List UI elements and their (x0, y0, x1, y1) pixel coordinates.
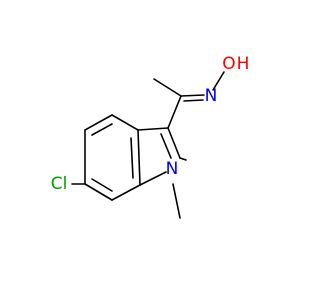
molecule-structure: O H N N Cl (51, 54, 250, 219)
bond-n-o (212, 71, 225, 91)
bond-c-n-oxime-2 (183, 99, 204, 102)
bond-c3a-c4 (111, 114, 139, 131)
atom-hydroxyl-h: H (237, 54, 250, 74)
atom-labels: O H N N Cl (51, 54, 250, 194)
bond-methyl-c (153, 78, 182, 97)
atom-chlorine: Cl (51, 174, 68, 194)
bond-c4-c5-inner (91, 123, 113, 136)
bond-c3-c3a (137, 127, 169, 131)
bond-c3-c2-inner (160, 133, 172, 159)
bond-c3a-c7a (137, 129, 141, 186)
bond-c7-c7a (111, 184, 141, 201)
bond-c-c3 (167, 95, 182, 129)
bond-c6-c7 (84, 183, 113, 201)
bonds (71, 71, 225, 219)
atom-oxygen: O (222, 54, 235, 74)
bond-c4-c5 (84, 114, 113, 131)
bond-c2-n1 (179, 157, 187, 161)
atom-oxime-nitrogen: N (205, 86, 218, 106)
bond-c3a-c7a-inner (130, 137, 134, 179)
bond-c6-c7-inner (91, 178, 113, 192)
bond-c3-c2 (167, 127, 181, 159)
bond-n1-c7a (139, 171, 167, 186)
bond-c-n-oxime (180, 94, 205, 97)
atom-ring-nitrogen: N (166, 159, 179, 179)
bond-n1-methyl (172, 183, 181, 219)
